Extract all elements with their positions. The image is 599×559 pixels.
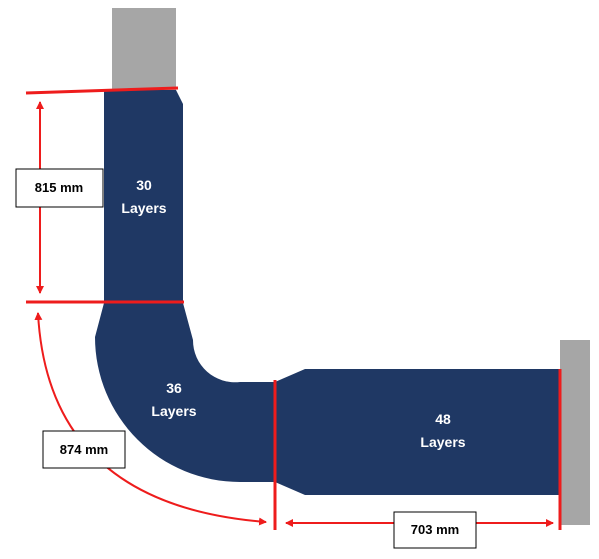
horizontal-length-label: 703 mm [411, 522, 459, 537]
horizontal-segment-count: 48 [435, 411, 451, 427]
elbow-segment-unit: Layers [151, 403, 196, 419]
vertical-length-box: 815 mm [15, 168, 104, 208]
right-support-block [560, 340, 590, 525]
elbow-segment-count: 36 [166, 380, 182, 396]
duct-body [95, 90, 560, 495]
horizontal-duct-section [275, 369, 560, 495]
elbow-length-box: 874 mm [42, 430, 126, 469]
horizontal-segment-unit: Layers [420, 434, 465, 450]
vertical-segment-count: 30 [136, 177, 152, 193]
top-boundary-line [25, 86, 179, 95]
vertical-segment-unit: Layers [121, 200, 166, 216]
vertical-duct-section [104, 90, 183, 303]
vertical-length-label: 815 mm [35, 180, 83, 195]
horizontal-length-box: 703 mm [393, 511, 477, 549]
elbow-length-label: 874 mm [60, 442, 108, 457]
section-boundaries [25, 86, 562, 530]
top-support-block [112, 8, 176, 90]
